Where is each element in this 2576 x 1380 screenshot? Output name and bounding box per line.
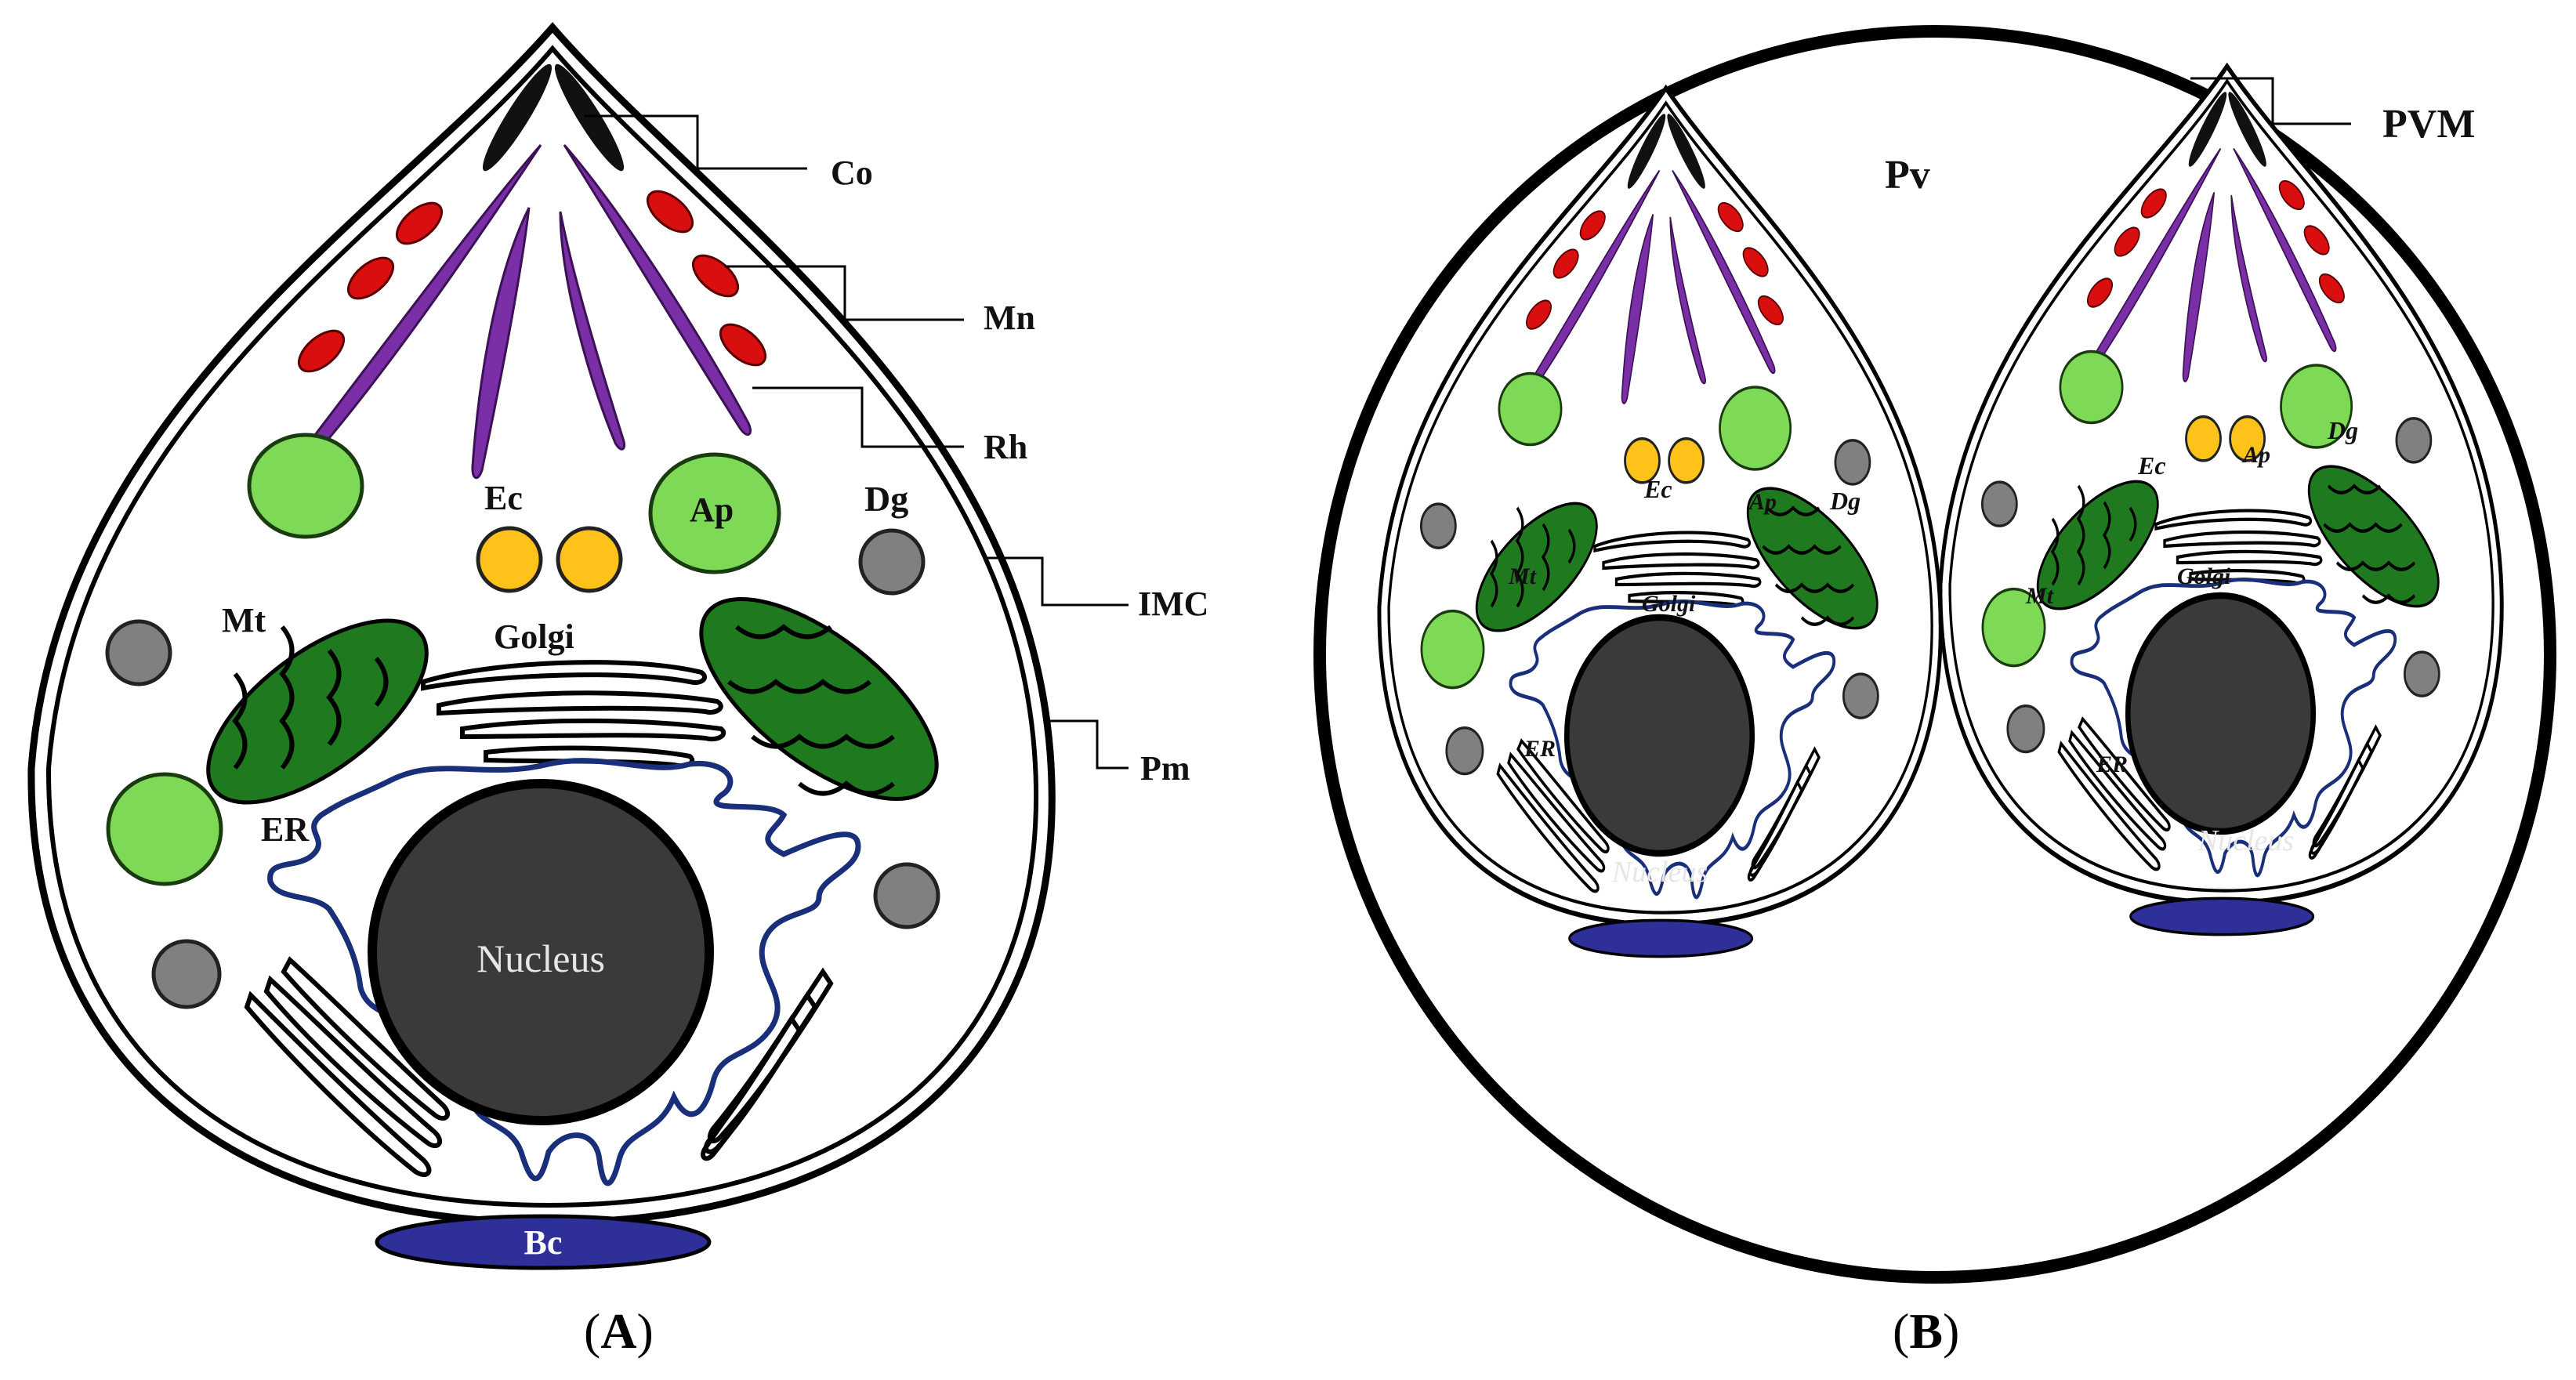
label-golgi: Golgi xyxy=(494,618,574,656)
label-rh: Rh xyxy=(984,428,1027,466)
label-imc: IMC xyxy=(1138,585,1208,623)
label-dg: Dg xyxy=(864,479,908,519)
left-label-ec: Ec xyxy=(1643,475,1672,503)
left-label-ap: Ap xyxy=(1748,489,1777,515)
label-bc: Bc xyxy=(524,1223,563,1262)
leader-line-pvm xyxy=(2190,77,2351,125)
label-er: ER xyxy=(261,810,310,849)
label-mn: Mn xyxy=(984,299,1035,337)
label-ap: Ap xyxy=(690,491,734,529)
label-pv: Pv xyxy=(1885,153,1930,197)
leader-lines-a xyxy=(584,114,1129,770)
label-pm: Pm xyxy=(1140,749,1190,788)
right-label-ec: Ec xyxy=(2137,451,2166,480)
panel-a: Co Mn Rh IMC Pm Ec Ap Dg Mt Golgi ER Nuc… xyxy=(31,27,1208,1359)
right-label-er: ER xyxy=(2096,752,2128,777)
label-nucleus: Nucleus xyxy=(476,936,605,980)
caption-b: (B) xyxy=(1893,1303,1959,1359)
left-label-bc: Bc xyxy=(1647,1094,1676,1122)
right-label-mt: Mt xyxy=(2025,583,2055,609)
left-label-mt: Mt xyxy=(1508,563,1538,589)
panel-b: Pv PVM Ec Ap Dg Mt Golgi ER Nucleus Bc E… xyxy=(1313,25,2556,1359)
left-label-golgi: Golgi xyxy=(1642,591,1696,617)
right-label-ap: Ap xyxy=(2241,442,2270,468)
label-ec: Ec xyxy=(484,479,523,517)
label-pvm: PVM xyxy=(2382,102,2475,147)
caption-a: (A) xyxy=(584,1303,654,1359)
left-label-er: ER xyxy=(1523,736,1556,762)
right-label-bc: Bc xyxy=(2208,1063,2237,1091)
left-label-dg: Dg xyxy=(1829,487,1860,515)
right-label-golgi: Golgi xyxy=(2177,563,2231,589)
right-label-nucleus: Nucleus xyxy=(2197,824,2294,857)
label-co: Co xyxy=(831,154,873,192)
right-label-dg: Dg xyxy=(2327,416,2358,444)
label-mt: Mt xyxy=(222,601,266,639)
left-label-nucleus: Nucleus xyxy=(1611,856,1708,889)
